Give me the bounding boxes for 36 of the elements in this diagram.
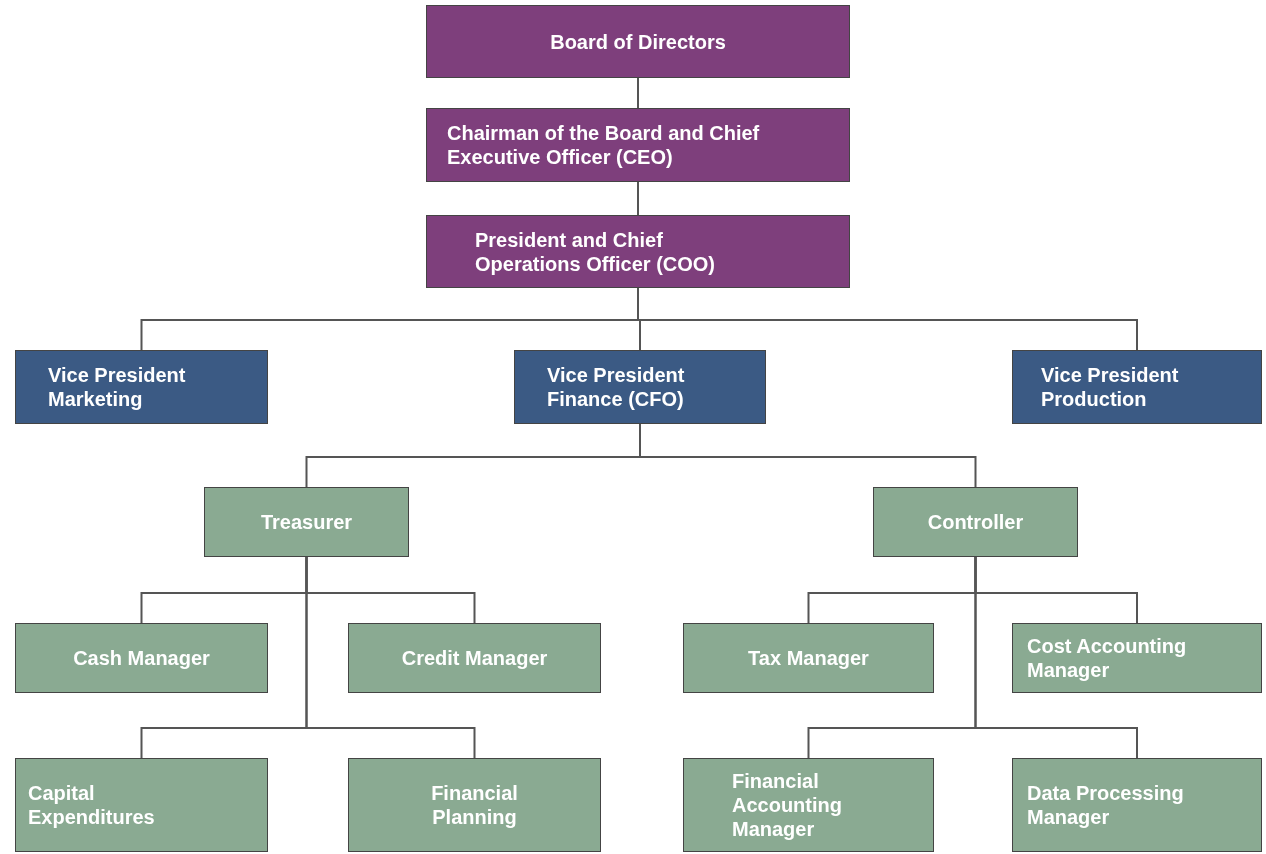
role-title: Tax Manager [748, 646, 869, 670]
org-box [15, 758, 268, 852]
org-box [1012, 623, 1262, 693]
org-box [514, 350, 766, 424]
role-title: Capital Expenditures [28, 781, 156, 829]
org-box [204, 487, 409, 557]
org-box [15, 350, 268, 424]
org-box [348, 623, 601, 693]
role-title: Financial Planning [430, 781, 519, 829]
org-box [348, 758, 601, 852]
role-title: Vice President Finance (CFO) [547, 363, 686, 411]
role-title: Cost Accounting Manager [1027, 634, 1188, 682]
role-title: Credit Manager [401, 646, 548, 670]
role-title: Controller [927, 510, 1024, 534]
org-box [1012, 350, 1262, 424]
org-box [1012, 758, 1262, 852]
connector-line [974, 556, 1138, 759]
org-box [683, 758, 934, 852]
org-box [873, 487, 1078, 557]
role-title: Financial Accounting Manager [732, 769, 843, 841]
connector-line [305, 556, 476, 759]
org-box [15, 623, 268, 693]
role-title: Board of Directors [550, 29, 726, 54]
role-title: Cash Manager [73, 646, 210, 670]
role-title: Vice President Marketing [48, 363, 187, 411]
connector-line [637, 77, 639, 109]
org-box [426, 108, 850, 182]
org-box [683, 623, 934, 693]
role-title: President and Chief Operations Officer (COO) [475, 227, 717, 276]
connector-line [637, 181, 639, 216]
org-box [426, 215, 850, 288]
role-title: Vice President Production [1041, 363, 1180, 411]
role-title: Chairman of the Board and Chief Executive Officer (CEO) [447, 121, 761, 169]
role-title: Treasurer [260, 510, 353, 534]
role-title: Data Processing Manager [1027, 781, 1185, 829]
org-box [426, 5, 850, 78]
